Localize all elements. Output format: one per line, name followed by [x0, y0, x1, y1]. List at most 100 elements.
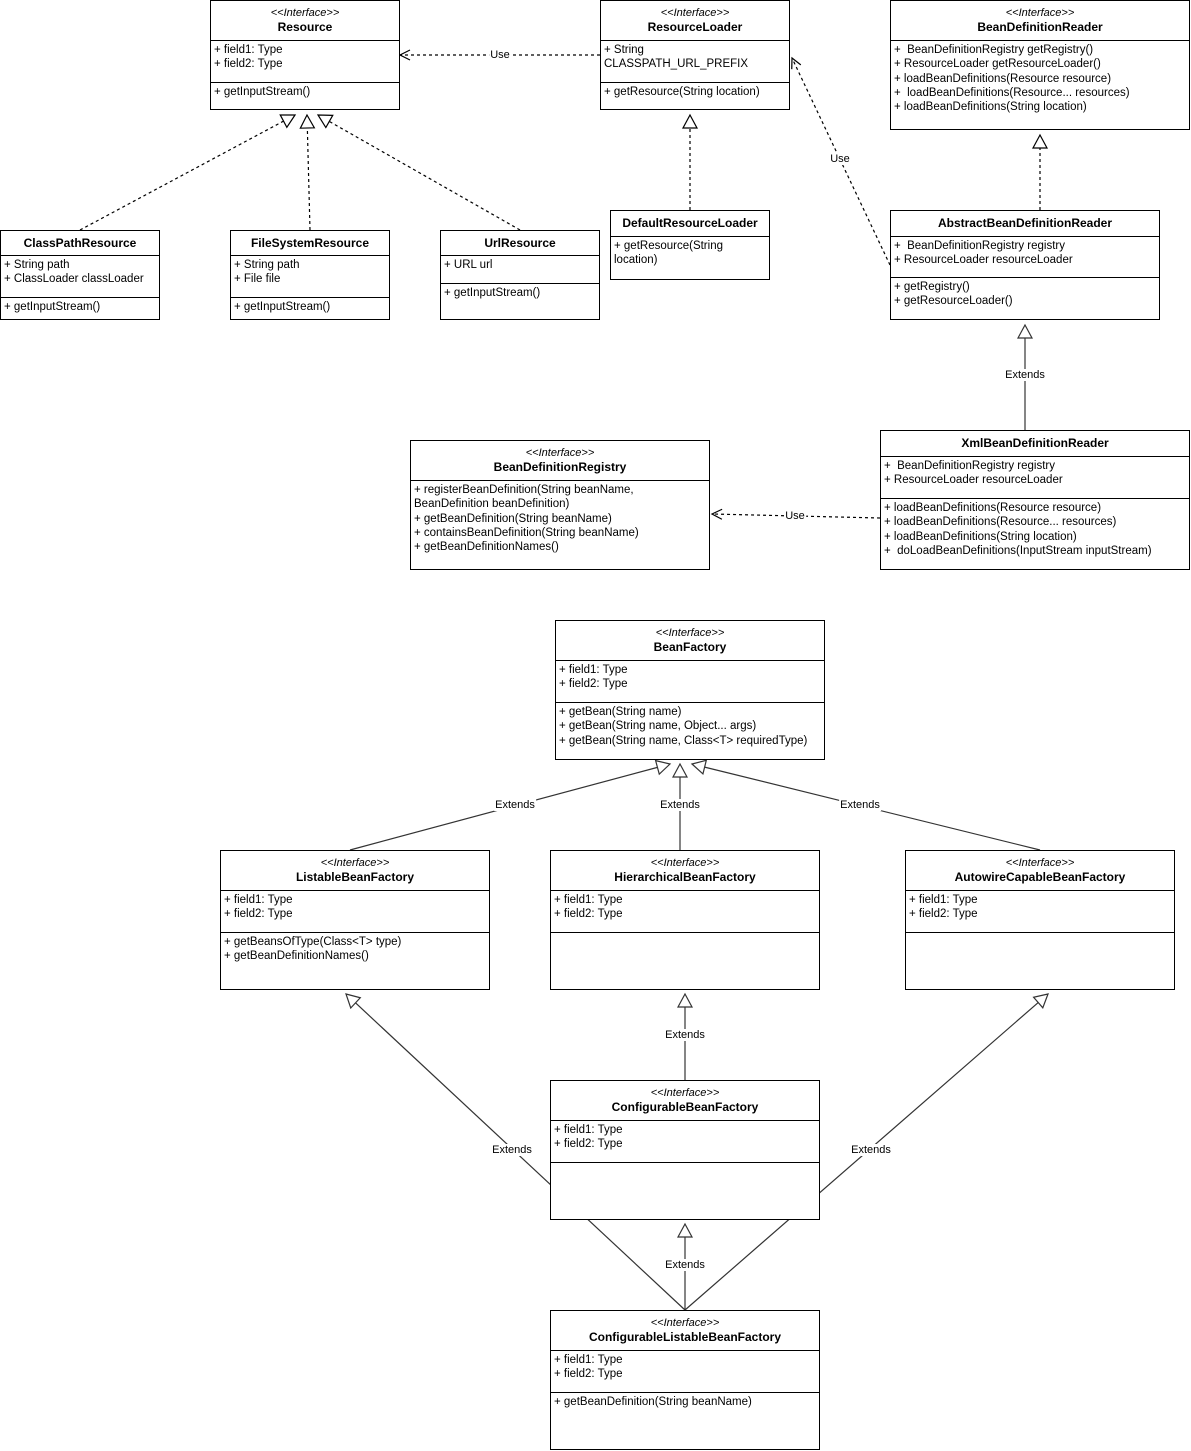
stereotype-label: <<Interface>> [650, 1316, 720, 1329]
field-line: + field2: Type [224, 908, 293, 921]
relation-line [355, 1002, 686, 1311]
methods-section: + getInputStream() [211, 83, 399, 109]
class-header: <<Interface>>AutowireCapableBeanFactory [906, 851, 1174, 891]
class-name: Resource [277, 19, 333, 34]
class-box-abstract-bean-definition-reader: AbstractBeanDefinitionReader + BeanDefini… [890, 210, 1160, 320]
field-line: + String CLASSPATH_URL_PREFIX [604, 44, 749, 71]
method-line: + registerBeanDefinition(String beanName… [414, 484, 637, 511]
class-header: <<Interface>>Resource [211, 1, 399, 41]
methods-section: + getInputStream() [441, 284, 599, 319]
hollow-triangle-arrowhead [676, 1222, 694, 1238]
class-name: ConfigurableListableBeanFactory [588, 1329, 782, 1344]
fields-section: + BeanDefinitionRegistry registry + Resou… [881, 457, 1189, 499]
stereotype-label: <<Interface>> [1005, 6, 1075, 19]
method-line: + loadBeanDefinitions(String location) [884, 530, 1077, 543]
fields-section: + field1: Type+ field2: Type [221, 891, 489, 933]
methods-section [906, 933, 1174, 989]
class-box-resource: <<Interface>>Resource+ field1: Type+ fie… [210, 0, 400, 110]
method-line: + getBeansOfType(Class<T> type) [224, 936, 402, 948]
method-line: + getBeanDefinition(String beanName) [414, 512, 612, 525]
class-name: FileSystemResource [250, 235, 370, 250]
stereotype-label: <<Interface>> [1005, 856, 1075, 869]
class-name: HierarchicalBeanFactory [614, 869, 756, 884]
hollow-triangle-arrowhead [1031, 133, 1049, 149]
stereotype-label: <<Interface>> [320, 856, 390, 869]
class-name: AbstractBeanDefinitionReader [937, 216, 1113, 230]
class-header: <<Interface>>ConfigurableListableBeanFac… [551, 1311, 819, 1351]
field-line: + URL url [444, 259, 493, 271]
field-line: + ResourceLoader resourceLoader [894, 254, 1073, 267]
relation-label: Extends [664, 1259, 706, 1271]
open-arrowhead [398, 49, 411, 61]
fields-section: + String path + ClassLoader classLoader [1, 256, 159, 298]
hollow-triangle-arrowhead [690, 759, 708, 776]
fields-section: + field1: Type+ field2: Type [551, 1351, 819, 1393]
method-line: + getInputStream() [444, 287, 541, 299]
relation-label: Use [489, 49, 511, 61]
fields-section: + field1: Type+ field2: Type [551, 1121, 819, 1163]
relation-realization-url-realizes [316, 114, 521, 231]
method-line: + getBeanDefinitionNames() [414, 541, 559, 554]
field-line: + field2: Type [559, 678, 628, 691]
field-line: + String path [234, 259, 300, 271]
stereotype-label: <<Interface>> [525, 446, 595, 459]
class-box-hierarchical-bean-factory: <<Interface>>HierarchicalBeanFactory + fi… [550, 850, 820, 990]
class-box-listable-bean-factory: <<Interface>>ListableBeanFactory+ field1… [220, 850, 490, 990]
method-line: + containsBeanDefinition(String beanName… [414, 526, 639, 539]
method-line: + getInputStream() [214, 86, 311, 98]
class-box-configurable-bean-factory: <<Interface>>ConfigurableBeanFactory+ fi… [550, 1080, 820, 1220]
class-header: <<Interface>>BeanFactory [556, 621, 824, 661]
fields-section: + field1: Type+ field2: Type [551, 891, 819, 933]
relation-label: Extends [664, 1029, 706, 1041]
method-line: + doLoadBeanDefinitions(InputStream inpu… [884, 544, 1152, 557]
field-line: + String path [4, 259, 70, 271]
field-line: + ResourceLoader resourceLoader [884, 474, 1063, 487]
field-line: + field1: Type [554, 1354, 623, 1366]
method-line: + getRegistry() [894, 281, 970, 293]
hollow-triangle-arrowhead [299, 113, 316, 129]
class-box-autowire-capable-bean-factory: <<Interface>>AutowireCapableBeanFactory+… [905, 850, 1175, 990]
methods-section: + getBeansOfType(Class<T> type) + getBean… [221, 933, 489, 989]
class-name: UrlResource [484, 235, 556, 250]
hollow-triangle-arrowhead [681, 113, 699, 129]
class-header: <<Interface>>ResourceLoader [601, 1, 789, 41]
relation-extends-cbf-extends-hbf [676, 992, 694, 1080]
stereotype-label: <<Interface>> [650, 856, 720, 869]
relation-label: Use [784, 510, 806, 522]
method-line: + getBeanDefinitionNames() [224, 950, 369, 963]
field-line: + ClassLoader classLoader [4, 273, 144, 286]
method-line: + getResource(String location) [604, 86, 760, 98]
methods-section: + getBean(String name)+ getBean(String n… [556, 703, 824, 759]
class-name: ClassPathResource [23, 235, 137, 250]
class-box-file-system-resource: FileSystemResource+ String path+ File fi… [230, 230, 390, 320]
fields-section: + URL url [441, 256, 599, 284]
hollow-triangle-arrowhead [676, 992, 694, 1008]
methods-section [551, 1163, 819, 1219]
method-line: + getBean(String name, Class<T> required… [559, 734, 808, 747]
class-box-configurable-listable-bean-factory: <<Interface>>ConfigurableListableBeanFac… [550, 1310, 820, 1450]
relation-realization-abdr-realizes [1031, 133, 1049, 210]
class-header: <<Interface>>ListableBeanFactory [221, 851, 489, 891]
relation-line [329, 120, 521, 231]
class-name: BeanDefinitionRegistry [493, 459, 627, 474]
relation-line [306, 127, 311, 231]
relation-realization-drl-realizes [681, 113, 699, 210]
method-line: + loadBeanDefinitions(Resource... resour… [884, 516, 1117, 529]
relation-label: Extends [850, 1144, 892, 1156]
method-line: + getResource(String location) [614, 240, 727, 267]
field-line: + BeanDefinitionRegistry registry [894, 240, 1065, 252]
field-line: + field1: Type [559, 664, 628, 676]
relation-line [79, 120, 284, 231]
hollow-triangle-arrowhead [1016, 323, 1034, 339]
class-name: ListableBeanFactory [295, 869, 415, 884]
relation-realization-fs-realizes [299, 113, 316, 231]
relation-extends-hbf-extends-bf [671, 762, 689, 850]
field-line: + field2: Type [554, 908, 623, 921]
open-arrowhead [710, 508, 723, 520]
class-header: DefaultResourceLoader [611, 211, 769, 237]
relation-extends-clbf-extends-abf [684, 993, 1049, 1311]
class-header: FileSystemResource [231, 231, 389, 256]
field-line: + BeanDefinitionRegistry registry [884, 460, 1055, 472]
